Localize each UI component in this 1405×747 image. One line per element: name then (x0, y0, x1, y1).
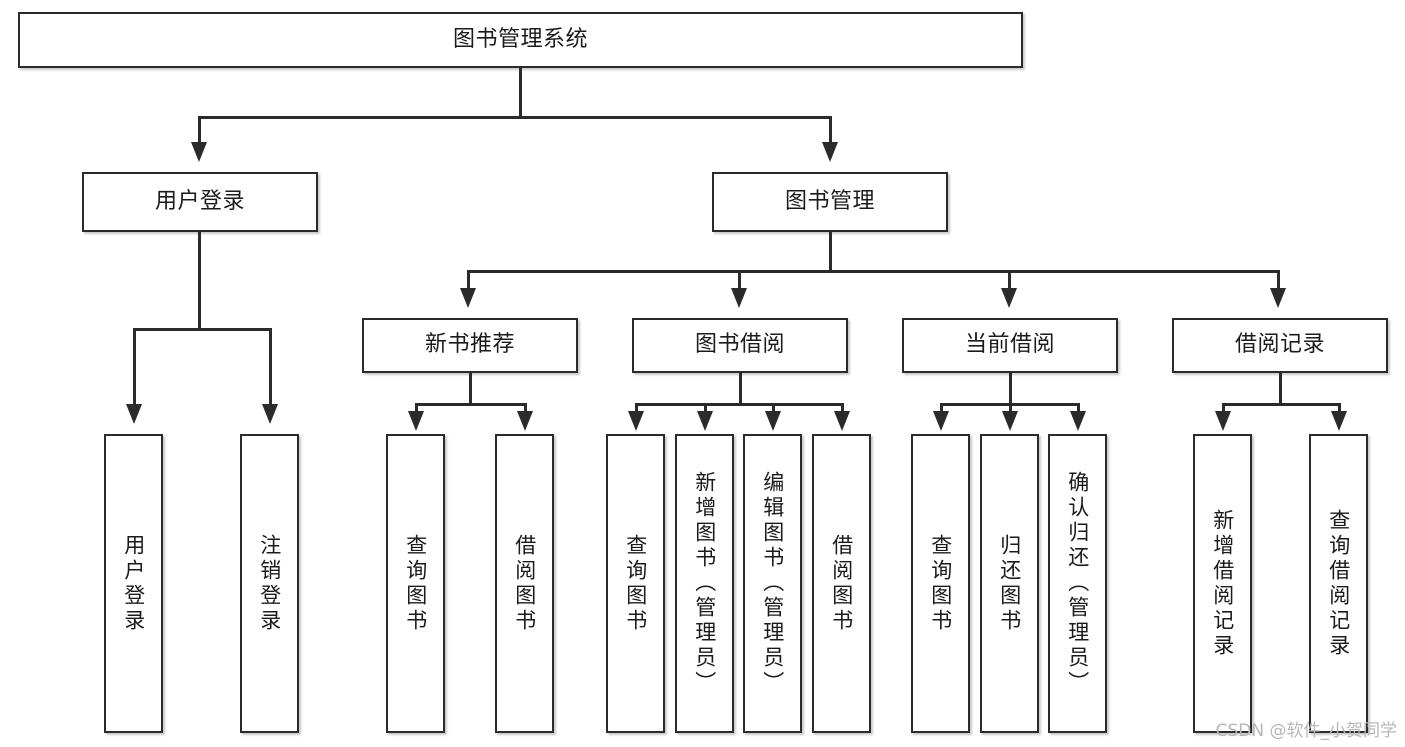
node-label: 借阅图书 (512, 533, 537, 634)
connector-current-borrow-child-2 (1009, 403, 1012, 413)
arrow-book-borrow-child-1 (628, 411, 644, 431)
connector-current-borrow-child-1 (940, 403, 943, 413)
leaf-current-confirm-return-admin[interactable]: 确认归还（管理员） (1048, 434, 1107, 733)
node-label: 借阅记录 (1234, 332, 1325, 358)
connector-to-current-borrow (1008, 270, 1011, 290)
node-label: 归还图书 (997, 533, 1022, 634)
connector-book-borrow-child-2 (704, 403, 707, 413)
node-book-borrow[interactable]: 图书借阅 (632, 318, 848, 373)
connector-root-bus (198, 116, 832, 119)
node-label: 编辑图书（管理员） (760, 471, 785, 696)
connector-book-borrow-child-4 (841, 403, 844, 413)
node-label: 查询借阅记录 (1326, 508, 1351, 659)
leaf-user-logout[interactable]: 注销登录 (240, 434, 299, 733)
connector-to-new-book (467, 270, 470, 290)
connector-to-book-borrow (738, 270, 741, 290)
leaf-new-book-borrow[interactable]: 借阅图书 (495, 434, 554, 733)
connector-to-book-manage (829, 116, 832, 144)
node-label: 用户登录 (154, 188, 245, 214)
node-user-login[interactable]: 用户登录 (82, 172, 318, 232)
node-label: 确认归还（管理员） (1065, 471, 1090, 696)
leaf-user-login[interactable]: 用户登录 (104, 434, 163, 733)
connector-user-login-child-1 (133, 328, 136, 406)
arrow-to-book-borrow (731, 288, 747, 308)
connector-new-book-child-2 (524, 403, 527, 413)
node-label: 查询图书 (928, 533, 953, 634)
node-label: 图书管理系统 (452, 26, 588, 52)
arrow-to-borrow-record (1270, 288, 1286, 308)
connector-to-borrow-record (1277, 270, 1280, 290)
connector-root-stem (519, 68, 522, 116)
connector-borrow-record-child-1 (1222, 403, 1225, 413)
node-label: 查询图书 (623, 533, 648, 634)
leaf-record-add[interactable]: 新增借阅记录 (1193, 434, 1252, 733)
arrow-to-book-manage (822, 142, 838, 162)
arrow-new-book-child-1 (408, 411, 424, 431)
node-book-manage[interactable]: 图书管理 (712, 172, 948, 232)
leaf-book-add-admin[interactable]: 新增图书（管理员） (675, 434, 734, 733)
connector-new-book-bus (415, 403, 527, 406)
connector-book-borrow-child-1 (635, 403, 638, 413)
node-label: 用户登录 (121, 533, 146, 634)
node-label: 图书管理 (784, 188, 875, 214)
connector-borrow-record-stem (1279, 373, 1282, 403)
leaf-current-return[interactable]: 归还图书 (980, 434, 1039, 733)
connector-user-login-stem (198, 232, 201, 328)
arrow-borrow-record-child-1 (1215, 411, 1231, 431)
connector-new-book-stem (469, 373, 472, 403)
arrow-book-borrow-child-2 (697, 411, 713, 431)
arrow-book-borrow-child-4 (834, 411, 850, 431)
connector-new-book-child-1 (415, 403, 418, 413)
connector-book-borrow-child-3 (772, 403, 775, 413)
connector-book-manage-bus (467, 270, 1280, 273)
arrow-user-login-child-1 (126, 404, 142, 424)
node-label: 借阅图书 (829, 533, 854, 634)
connector-borrow-record-child-2 (1338, 403, 1341, 413)
node-label: 当前借阅 (964, 332, 1055, 358)
node-label: 图书借阅 (694, 332, 785, 358)
node-label: 新增图书（管理员） (692, 471, 717, 696)
arrow-to-current-borrow (1001, 288, 1017, 308)
leaf-current-query[interactable]: 查询图书 (911, 434, 970, 733)
leaf-book-edit-admin[interactable]: 编辑图书（管理员） (743, 434, 802, 733)
leaf-book-borrow-action[interactable]: 借阅图书 (812, 434, 871, 733)
leaf-new-book-query[interactable]: 查询图书 (386, 434, 445, 733)
connector-current-borrow-child-3 (1077, 403, 1080, 413)
arrow-book-borrow-child-3 (765, 411, 781, 431)
node-label: 查询图书 (403, 533, 428, 634)
node-label: 新增借阅记录 (1210, 508, 1235, 659)
leaf-record-query[interactable]: 查询借阅记录 (1309, 434, 1368, 733)
leaf-book-borrow-query[interactable]: 查询图书 (606, 434, 665, 733)
node-new-book-recommend[interactable]: 新书推荐 (362, 318, 578, 373)
connector-book-borrow-bus (635, 403, 844, 406)
arrow-user-login-child-2 (262, 404, 278, 424)
node-label: 注销登录 (257, 533, 282, 634)
connector-to-user-login (198, 116, 201, 144)
arrow-current-borrow-child-1 (933, 411, 949, 431)
connector-user-login-child-2 (269, 328, 272, 406)
connector-borrow-record-bus (1222, 403, 1341, 406)
connector-user-login-bus (133, 328, 271, 331)
connector-book-manage-stem (829, 232, 832, 270)
arrow-new-book-child-2 (517, 411, 533, 431)
node-root-system[interactable]: 图书管理系统 (18, 12, 1023, 68)
node-borrow-record[interactable]: 借阅记录 (1172, 318, 1388, 373)
connector-current-borrow-stem (1009, 373, 1012, 403)
arrow-current-borrow-child-2 (1002, 411, 1018, 431)
arrow-to-new-book (460, 288, 476, 308)
node-label: 新书推荐 (424, 332, 515, 358)
arrow-current-borrow-child-3 (1070, 411, 1086, 431)
arrow-to-user-login (191, 142, 207, 162)
arrow-borrow-record-child-2 (1331, 411, 1347, 431)
connector-book-borrow-stem (739, 373, 742, 403)
node-current-borrow[interactable]: 当前借阅 (902, 318, 1118, 373)
